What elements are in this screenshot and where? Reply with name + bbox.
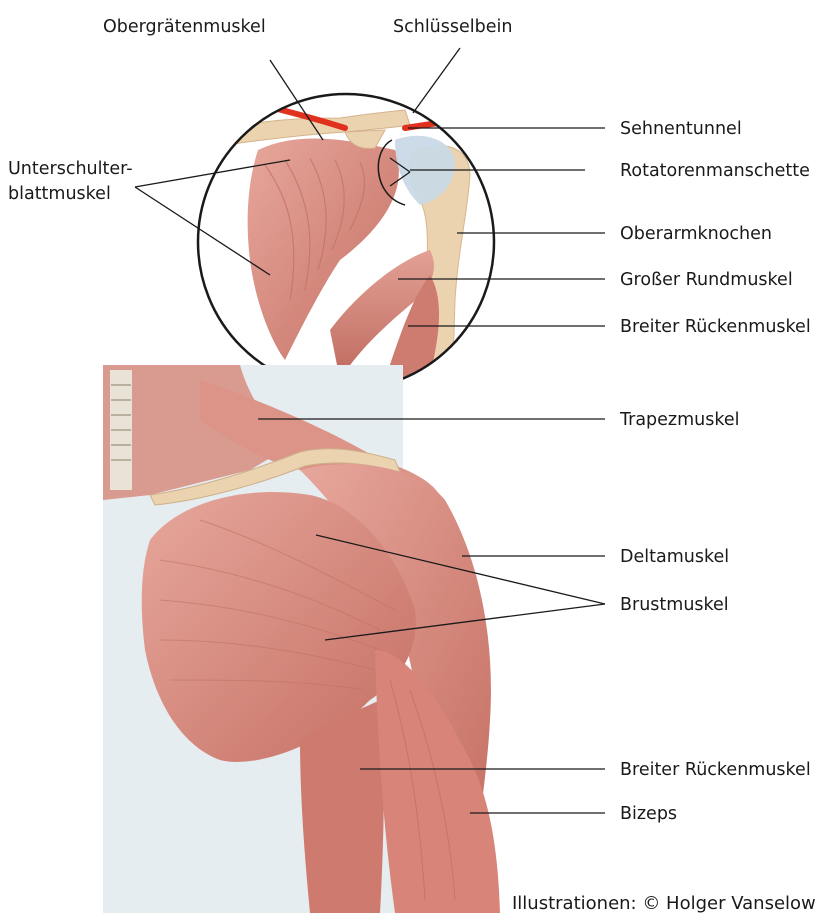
label-biceps: Bizeps	[620, 803, 677, 825]
label-rotator-cuff: Rotatorenmanschette	[620, 160, 810, 182]
label-pectoralis: Brustmuskel	[620, 594, 729, 616]
label-latissimus-bottom: Breiter Rückenmuskel	[620, 759, 811, 781]
label-subscapularis-line1: Unterschulter-	[8, 158, 133, 180]
illustration-credit: Illustrationen: © Holger Vanselow	[512, 893, 816, 914]
label-humerus: Oberarmknochen	[620, 223, 772, 245]
label-supraspinatus: Obergrätenmuskel	[103, 16, 266, 38]
arrow-head-icon	[246, 95, 272, 115]
inset-circle	[198, 94, 494, 395]
shoulder-body	[103, 365, 500, 913]
label-latissimus-top: Breiter Rückenmuskel	[620, 316, 811, 338]
label-trapezius: Trapezmuskel	[620, 409, 740, 431]
label-subscapularis-line2: blattmuskel	[8, 183, 111, 205]
label-deltoid: Deltamuskel	[620, 546, 729, 568]
label-teres-major: Großer Rundmuskel	[620, 269, 793, 291]
label-clavicle: Schlüsselbein	[393, 16, 512, 38]
label-tendon-tunnel: Sehnentunnel	[620, 118, 742, 140]
